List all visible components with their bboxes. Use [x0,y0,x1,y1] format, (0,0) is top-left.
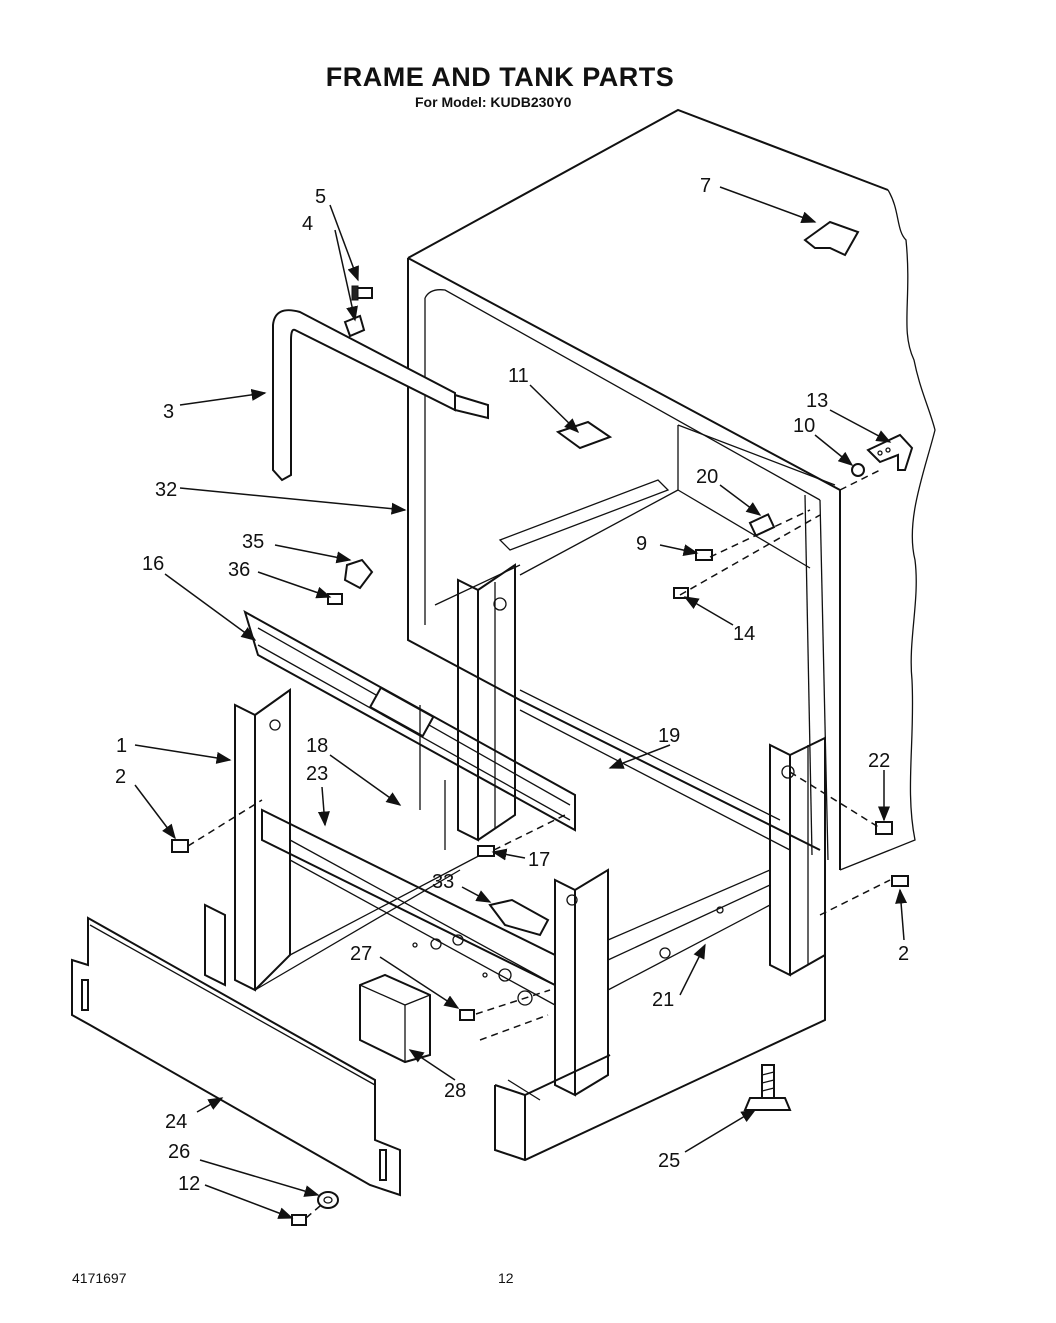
screw-2-left [171,839,189,853]
screw-27 [459,1009,475,1021]
box-28 [359,973,431,1064]
callout-13: 13 [806,390,828,412]
base-pan [494,940,826,1162]
clip-35 [343,558,374,590]
screw-9 [695,549,713,561]
callout-2-left: 2 [115,766,126,788]
callout-23: 23 [306,763,328,785]
clip-11 [555,420,613,450]
tank-outline [407,108,936,871]
callout-19: 19 [658,725,680,747]
callout-26: 26 [168,1141,190,1163]
nut-10 [851,463,865,477]
screw-12 [291,1214,307,1226]
callout-7: 7 [700,175,711,197]
page-number: 12 [498,1270,514,1286]
bracket-7 [803,220,860,257]
leader-lines [134,186,908,1219]
screw-22 [875,821,893,835]
rear-upright-right [769,736,826,977]
callout-labels: 5 4 7 3 11 13 10 20 32 9 35 16 36 14 1 1… [115,175,909,1195]
screw-17 [477,845,495,857]
bracket-13 [866,433,914,471]
assembly-dashes [187,469,891,1219]
leveling-leg-25 [743,1064,792,1111]
callout-27: 27 [350,943,372,965]
screw-14 [673,587,689,599]
part-3-tube [272,309,489,482]
document-number: 4171697 [72,1270,127,1286]
callout-32: 32 [155,479,177,501]
page-title: FRAME AND TANK PARTS [325,62,675,92]
callout-4: 4 [302,213,313,235]
callout-9: 9 [636,533,647,555]
callout-35: 35 [242,531,264,553]
callout-36: 36 [228,559,250,581]
callout-18: 18 [306,735,328,757]
screw-36 [327,593,343,605]
rear-upright-left [457,563,516,842]
callout-28: 28 [444,1080,466,1102]
base-frame [204,688,771,1097]
callout-16: 16 [142,553,164,575]
spacer-20 [748,513,776,537]
callout-1: 1 [116,735,127,757]
callout-21: 21 [652,989,674,1011]
callout-14: 14 [733,623,755,645]
callout-5: 5 [315,186,326,208]
washer-26 [317,1191,339,1209]
callout-25: 25 [658,1150,680,1172]
callout-20: 20 [696,466,718,488]
front-rail-16 [243,609,576,832]
callout-12: 12 [178,1173,200,1195]
screw-2-right [891,875,909,887]
clip-33 [488,898,550,937]
panel-24 [71,916,401,1197]
callout-2-right: 2 [898,943,909,965]
callout-24: 24 [165,1111,187,1133]
callout-17: 17 [528,849,550,871]
callout-10: 10 [793,415,815,437]
callout-11: 11 [508,365,529,387]
callout-22: 22 [868,750,890,772]
callout-3: 3 [163,401,174,423]
screw-5 [351,285,373,301]
callout-33: 33 [432,871,454,893]
model-subtitle: For Model: KUDB230Y0 [415,94,572,110]
